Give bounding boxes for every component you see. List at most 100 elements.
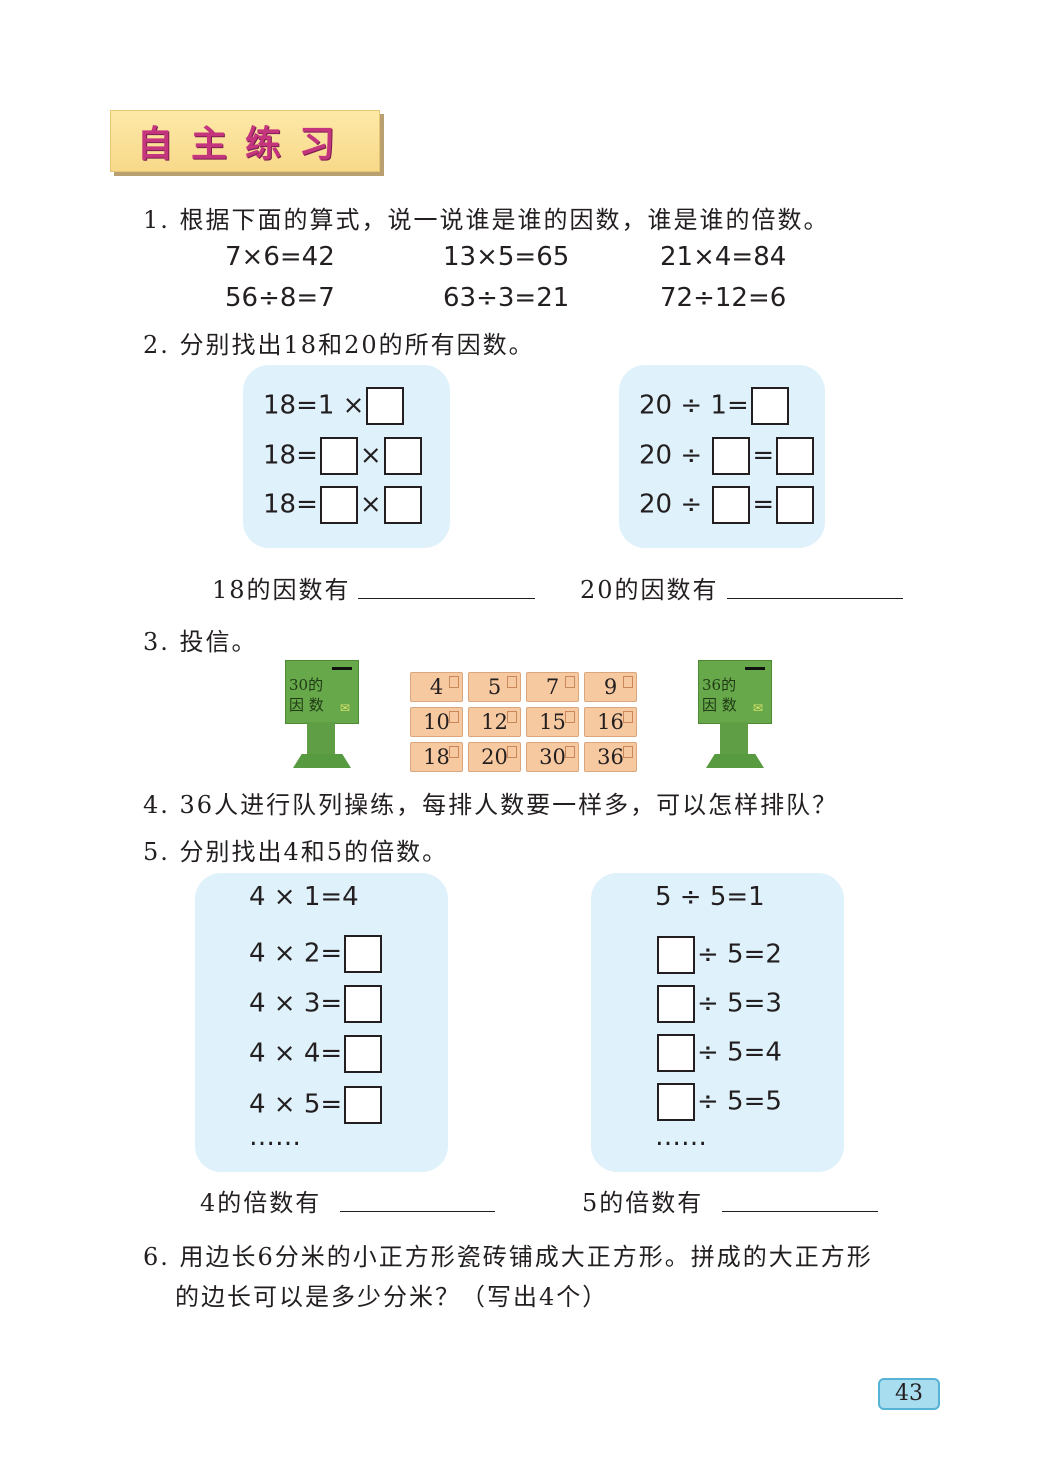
letter-number: 30	[539, 745, 566, 769]
equation-text: 20 ÷	[639, 489, 711, 520]
letter-card[interactable]: 5	[468, 672, 521, 702]
letter-card[interactable]: 7	[526, 672, 579, 702]
letter-number: 16	[597, 710, 624, 734]
answer-box[interactable]	[657, 936, 695, 974]
answer-line-4[interactable]	[340, 1211, 495, 1212]
equation-text: ÷ 5=4	[697, 1037, 782, 1068]
equation-text: 18=1 ×	[263, 390, 365, 421]
mailbox-label: 因 数	[289, 696, 324, 714]
letter-card[interactable]: 30	[526, 742, 579, 772]
stamp-icon	[623, 676, 633, 688]
question-1: 1. 根据下面的算式，说一说谁是谁的因数，谁是谁的倍数。	[143, 206, 830, 234]
answer-box[interactable]	[776, 486, 815, 524]
letter-number: 18	[423, 745, 450, 769]
equation-with-blanks: 4 × 5=	[249, 1086, 384, 1124]
answer-line-18[interactable]	[358, 598, 535, 599]
question-5: 5. 分别找出4和5的倍数。	[143, 838, 449, 866]
stamp-icon	[449, 746, 459, 758]
stamp-icon	[623, 711, 633, 723]
leaf-icon: ✉	[339, 701, 350, 715]
stamp-icon	[565, 676, 575, 688]
answer-box[interactable]	[657, 985, 695, 1023]
equation-with-blanks: ÷ 5=5	[655, 1083, 782, 1121]
answer-box[interactable]	[383, 486, 422, 524]
leaf-icon: ✉	[752, 701, 763, 715]
equation-with-blanks: 4 × 2=	[249, 935, 384, 973]
answer-box[interactable]	[657, 1083, 695, 1121]
equation-with-blanks: 4 × 3=	[249, 985, 384, 1023]
answer-box[interactable]	[344, 1035, 383, 1073]
equation-text: 5 ÷ 5=1	[655, 882, 765, 912]
equation-with-blanks: 18=×	[263, 486, 424, 524]
equation-text: 4 × 2=	[249, 938, 343, 969]
equation: 13×5=65	[443, 242, 570, 272]
letter-number: 10	[423, 710, 450, 734]
answer-box[interactable]	[712, 486, 751, 524]
equation-with-blanks: ÷ 5=4	[655, 1034, 782, 1072]
equation-text: ÷ 5=2	[697, 939, 782, 970]
answer-label-20: 20的因数有	[580, 576, 719, 604]
answer-box[interactable]	[344, 935, 383, 973]
answer-box[interactable]	[344, 985, 383, 1023]
letter-card[interactable]: 12	[468, 707, 521, 737]
multiple-panel-5	[591, 873, 844, 1172]
letter-number: 9	[603, 675, 618, 699]
equation: 21×4=84	[660, 242, 787, 272]
equation-with-blanks: 20 ÷ 1=	[639, 387, 791, 425]
mailbox-30-factors[interactable]: 30的因 数 ✉	[285, 660, 359, 772]
stamp-icon	[449, 676, 459, 688]
mailbox-label: 因 数	[702, 696, 737, 714]
equation-text: 4 × 1=4	[249, 882, 359, 912]
page-number: 43	[878, 1378, 940, 1410]
letter-card[interactable]: 15	[526, 707, 579, 737]
question-6-cont: 的边长可以是多少分米？（写出4个）	[175, 1283, 609, 1311]
answer-box[interactable]	[319, 437, 358, 475]
answer-box[interactable]	[657, 1034, 695, 1072]
letter-number: 36	[597, 745, 624, 769]
answer-line-20[interactable]	[727, 598, 903, 599]
letter-card[interactable]: 10	[410, 707, 463, 737]
equation-with-blanks: 5 ÷ 5=1	[655, 882, 765, 912]
letter-card[interactable]: 36	[584, 742, 637, 772]
answer-label-18: 18的因数有	[212, 576, 351, 604]
letter-number: 20	[481, 745, 508, 769]
letter-card[interactable]: 18	[410, 742, 463, 772]
equation-text: 4 × 4=	[249, 1038, 343, 1069]
answer-line-5[interactable]	[722, 1211, 878, 1212]
answer-box[interactable]	[750, 387, 789, 425]
answer-box[interactable]	[366, 387, 405, 425]
letter-card[interactable]: 4	[410, 672, 463, 702]
equation: 7×6=42	[225, 242, 335, 272]
stamp-icon	[565, 746, 575, 758]
answer-box[interactable]	[712, 437, 751, 475]
equation-with-blanks: 20 ÷ =	[639, 486, 816, 524]
ellipsis: ……	[655, 1122, 707, 1152]
ellipsis: ……	[249, 1122, 301, 1152]
letter-card[interactable]: 20	[468, 742, 521, 772]
stamp-icon	[507, 676, 517, 688]
stamp-icon	[507, 711, 517, 723]
equation-with-blanks: 18=×	[263, 437, 424, 475]
multiple-panel-4	[195, 873, 448, 1172]
question-6: 6. 用边长6分米的小正方形瓷砖铺成大正方形。拼成的大正方形	[143, 1243, 873, 1271]
equation-text: 4 × 5=	[249, 1089, 343, 1120]
stamp-icon	[507, 746, 517, 758]
answer-box[interactable]	[776, 437, 815, 475]
letter-card[interactable]: 16	[584, 707, 637, 737]
equation: 72÷12=6	[660, 283, 787, 313]
answer-box[interactable]	[383, 437, 422, 475]
letter-card[interactable]: 9	[584, 672, 637, 702]
mailbox-36-factors[interactable]: 36的因 数 ✉	[698, 660, 772, 772]
question-2: 2. 分别找出18和20的所有因数。	[143, 331, 535, 359]
answer-box[interactable]	[319, 486, 358, 524]
equation-text: =	[752, 440, 775, 471]
equation-with-blanks: ÷ 5=3	[655, 985, 782, 1023]
stamp-icon	[565, 711, 575, 723]
answer-label-4: 4的倍数有	[200, 1189, 322, 1217]
equation-text: ÷ 5=5	[697, 1086, 782, 1117]
equation-text: 4 × 3=	[249, 988, 343, 1019]
section-title: 自主练习	[136, 124, 353, 165]
answer-box[interactable]	[344, 1086, 383, 1124]
